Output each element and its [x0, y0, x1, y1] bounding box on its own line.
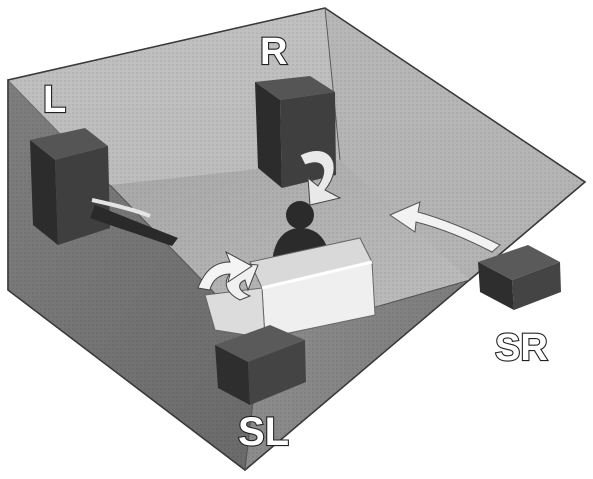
surround-left-label: SL	[238, 410, 289, 454]
surround-right-sound-arrow	[388, 201, 501, 253]
front-right-sound-arrow	[299, 149, 342, 206]
surround-right-label: SR	[495, 327, 548, 369]
front-left-sound-arrow	[90, 205, 178, 246]
front-left-label: L	[43, 79, 66, 121]
front-left-speaker	[30, 128, 110, 245]
surround-right-speaker	[478, 245, 561, 310]
sofa	[204, 237, 376, 339]
front-right-label: R	[260, 31, 287, 73]
surround-left-speaker	[215, 325, 306, 405]
